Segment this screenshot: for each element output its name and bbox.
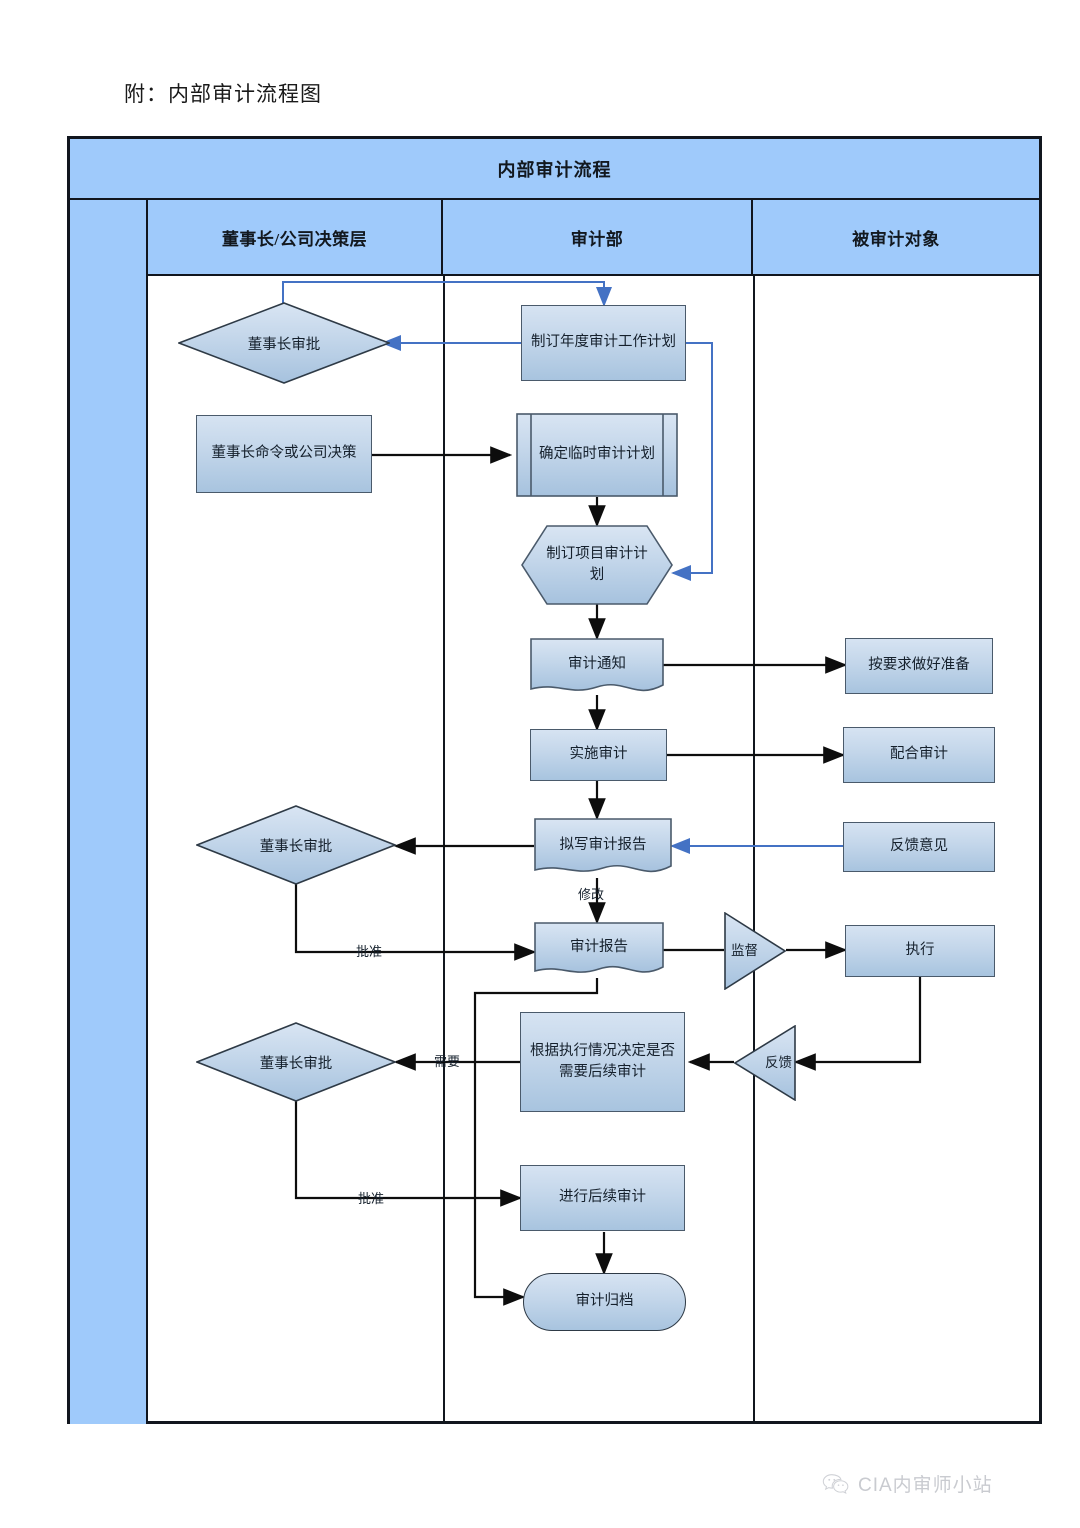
lane-left-strip (70, 200, 148, 1424)
node-draft-report[interactable]: 拟写审计报告 (534, 818, 672, 880)
node-supervise-label: 监督 (731, 943, 758, 959)
node-chairman-approve-1[interactable]: 董事长审批 (178, 302, 390, 384)
node-chairman-approve-3[interactable]: 董事长审批 (196, 1022, 396, 1102)
node-decide-followup[interactable]: 根据执行情况决定是否需要后续审计 (520, 1012, 685, 1112)
node-project-plan-label: 制订项目审计计划 (546, 545, 648, 583)
node-feedback-label: 反馈 (765, 1055, 792, 1071)
lane-header-chairman: 董事长/公司决策层 (148, 200, 443, 274)
node-project-plan[interactable]: 制订项目审计计划 (521, 525, 673, 605)
lane-header-auditee: 被审计对象 (852, 229, 940, 249)
footer-watermark: CIA内审师小站 (822, 1470, 993, 1497)
node-chairman-approve-2-label: 董事长审批 (259, 838, 333, 855)
node-chairman-approve-2[interactable]: 董事长审批 (196, 805, 396, 885)
node-followup-audit[interactable]: 进行后续审计 (520, 1165, 685, 1231)
node-temp-plan-label: 确定临时审计计划 (539, 446, 655, 463)
edge-label-needed: 需要 (434, 1054, 461, 1069)
edge-label-approve-1: 批准 (356, 944, 383, 959)
node-feedback-opinion[interactable]: 反馈意见 (843, 822, 995, 872)
page-title: 附：内部审计流程图 (124, 82, 322, 106)
node-supervise[interactable]: 监督 (724, 911, 787, 991)
node-cooperate-audit[interactable]: 配合审计 (843, 727, 995, 783)
node-annual-plan[interactable]: 制订年度审计工作计划 (521, 305, 686, 381)
lane-divider-2 (753, 276, 755, 1424)
node-execute[interactable]: 执行 (845, 925, 995, 977)
node-conduct-audit[interactable]: 实施审计 (530, 729, 667, 781)
node-temp-plan[interactable]: 确定临时审计计划 (516, 413, 678, 497)
node-chairman-approve-3-label: 董事长审批 (259, 1055, 333, 1072)
flowchart-band-title: 内部审计流程 (70, 139, 1039, 200)
node-audit-report-label: 审计报告 (570, 939, 628, 956)
lane-header-audit: 审计部 (443, 200, 753, 274)
lane-divider-1 (443, 276, 445, 1424)
lane-header-row: 董事长/公司决策层 审计部 被审计对象 (148, 200, 1039, 276)
edge-label-revise: 修改 (578, 887, 605, 902)
node-feedback[interactable]: 反馈 (733, 1024, 796, 1102)
node-prepare-as-required[interactable]: 按要求做好准备 (845, 638, 993, 694)
wechat-icon (822, 1473, 849, 1494)
node-audit-notice[interactable]: 审计通知 (530, 638, 664, 698)
node-chairman-approve-1-label: 董事长审批 (247, 336, 321, 353)
footer-text: CIA内审师小站 (858, 1475, 993, 1496)
node-archive[interactable]: 审计归档 (523, 1273, 686, 1331)
node-audit-report[interactable]: 审计报告 (534, 922, 664, 980)
node-chairman-order[interactable]: 董事长命令或公司决策 (196, 415, 372, 493)
edge-label-approve-2: 批准 (358, 1191, 385, 1206)
node-audit-notice-label: 审计通知 (568, 656, 626, 673)
node-draft-report-label: 拟写审计报告 (559, 837, 647, 854)
